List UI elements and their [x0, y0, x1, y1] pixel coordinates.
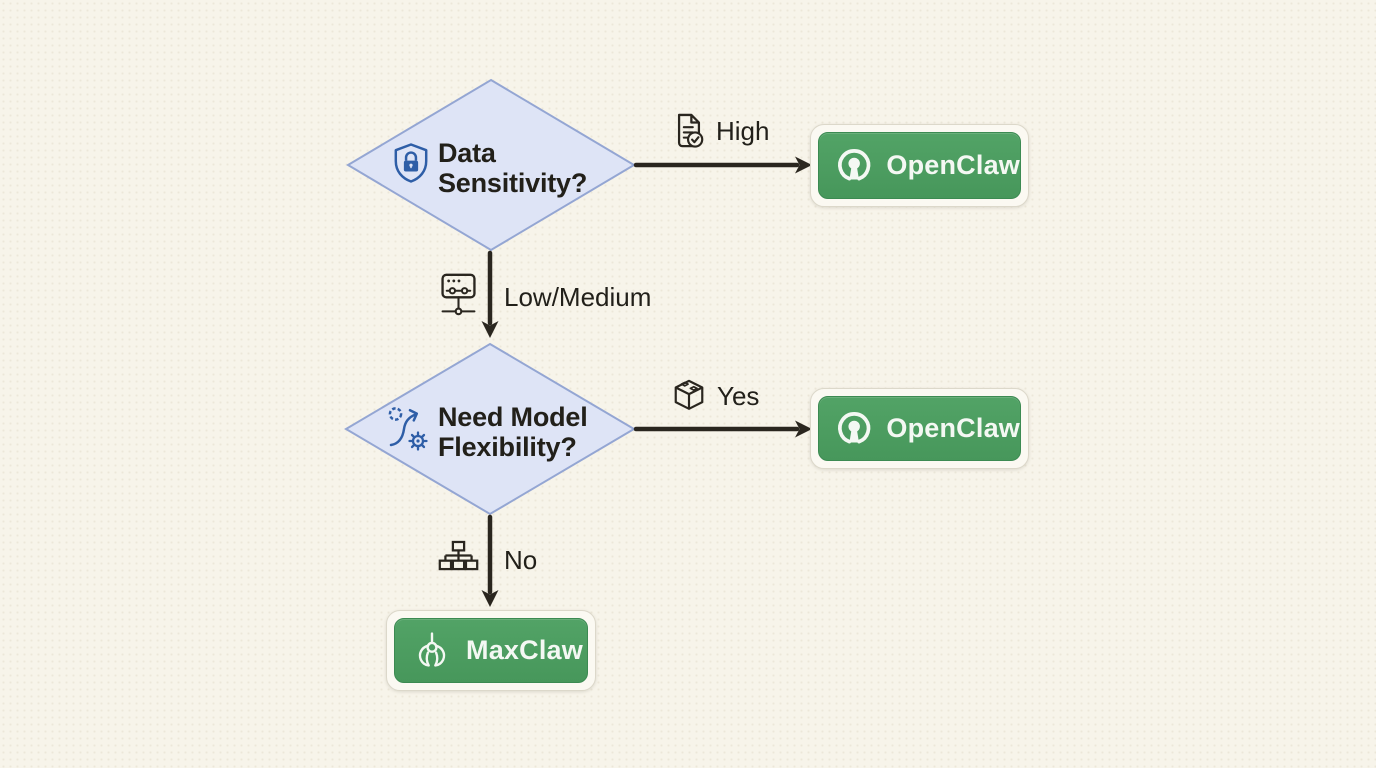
edge-label-no-text: No	[504, 545, 538, 575]
openclaw-button-high[interactable]: OpenClaw	[818, 132, 1021, 199]
result-card-openclaw-high: OpenClaw	[810, 124, 1029, 207]
edge-label-high-text: High	[716, 115, 770, 146]
decision-diamond-shape-model-flexibility	[344, 342, 636, 516]
edge-label-yes-text: Yes	[717, 380, 760, 411]
result-card-openclaw-yes: OpenClaw	[810, 388, 1029, 469]
server-network-icon	[441, 273, 476, 316]
openclaw-button-label: OpenClaw	[886, 413, 1020, 443]
openclaw-button-yes[interactable]: OpenClaw	[818, 396, 1021, 461]
connector-arrow-no	[481, 514, 499, 607]
claw-icon	[418, 631, 446, 667]
decision-label-data-sensitivity: Data Sensitivity?	[438, 138, 588, 199]
openclaw-logo-icon	[838, 148, 871, 180]
flexibility-gear-icon	[388, 407, 428, 451]
result-card-maxclaw: MaxClaw	[386, 610, 596, 691]
cube-bricks-icon	[674, 379, 704, 410]
edge-label-yes: Yes	[671, 377, 759, 415]
maxclaw-button[interactable]: MaxClaw	[394, 618, 588, 683]
org-chart-icon	[438, 540, 479, 571]
decision-label-model-flexibility: Need Model Flexibility?	[438, 402, 588, 463]
maxclaw-button-label: MaxClaw	[466, 635, 583, 665]
decision-diamond-shape-data-sensitivity	[346, 78, 636, 252]
edge-label-high: High	[672, 112, 769, 150]
shield-lock-icon	[394, 143, 428, 183]
connector-arrow-low-medium	[481, 250, 499, 338]
document-check-icon	[677, 113, 704, 148]
connector-arrow-high	[633, 156, 812, 174]
openclaw-logo-icon	[838, 411, 871, 443]
openclaw-button-label: OpenClaw	[886, 150, 1020, 180]
edge-label-low-medium-text: Low/Medium	[504, 282, 652, 312]
connector-arrow-yes	[633, 420, 812, 438]
